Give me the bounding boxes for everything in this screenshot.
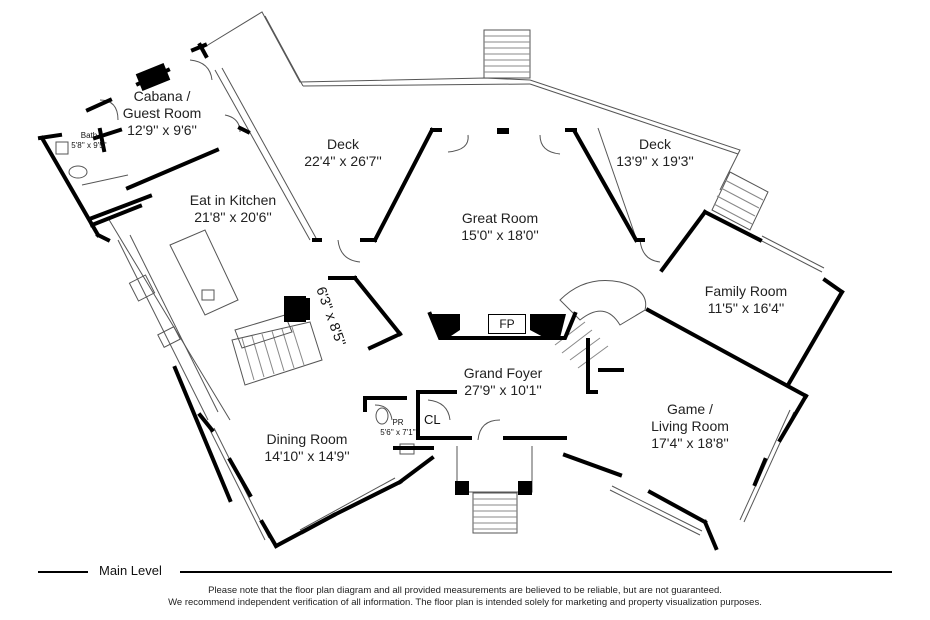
entry-stairs <box>472 492 518 534</box>
fireplace-wall <box>427 311 578 340</box>
room-closet-name: CL <box>424 412 441 427</box>
room-deck-left-dims: 22'4'' x 26'7'' <box>304 152 382 169</box>
room-great-room-name: Great Room <box>461 210 539 226</box>
room-family-room: Family Room 11'5'' x 16'4'' <box>686 283 806 317</box>
room-kitchen-name: Eat in Kitchen <box>189 192 277 208</box>
room-cabana-name2: Guest Room <box>122 104 202 121</box>
room-game-room: Game / Living Room 17'4'' x 18'8'' <box>630 401 750 451</box>
room-powder-room-name: PR <box>392 418 404 427</box>
room-grand-foyer: Grand Foyer 27'9'' x 10'1'' <box>443 365 563 399</box>
room-family-room-dims: 11'5'' x 16'4'' <box>707 299 785 316</box>
room-deck-left-name: Deck <box>327 136 359 152</box>
room-kitchen: Eat in Kitchen 21'8'' x 20'6'' <box>168 192 298 226</box>
room-deck-right-name: Deck <box>639 136 671 152</box>
room-dining-room-dims: 14'10'' x 14'9'' <box>264 447 350 464</box>
kitchen-island <box>169 229 239 316</box>
room-deck-right-dims: 13'9'' x 19'3'' <box>616 152 694 169</box>
room-cabana-name: Cabana / <box>133 88 191 104</box>
room-powder-room-dims: 5'6'' x 7'1'' <box>380 427 416 437</box>
room-grand-foyer-name: Grand Foyer <box>463 365 543 381</box>
room-deck-right: Deck 13'9'' x 19'3'' <box>595 136 715 170</box>
room-family-room-name: Family Room <box>704 283 788 299</box>
room-grand-foyer-dims: 27'9'' x 10'1'' <box>464 381 542 398</box>
fireplace-label: FP <box>488 314 526 334</box>
disclaimer-line-1: Please note that the floor plan diagram … <box>208 585 722 596</box>
curved-stairs <box>559 279 647 326</box>
room-kitchen-dims: 21'8'' x 20'6'' <box>194 208 272 225</box>
main-stairs <box>231 321 323 386</box>
room-cabana-dims: 12'9'' x 9'6'' <box>127 121 197 138</box>
room-dining-room: Dining Room 14'10'' x 14'9'' <box>247 431 367 465</box>
deck-stairs-right <box>711 171 769 231</box>
footer-rule-left <box>38 571 88 573</box>
footer-rule-right <box>180 571 892 573</box>
room-game-room-dims: 17'4'' x 18'8'' <box>651 434 729 451</box>
room-dining-room-name: Dining Room <box>266 431 348 447</box>
level-label: Main Level <box>99 563 162 578</box>
room-bath-name: Bath <box>80 131 98 140</box>
room-deck-left: Deck 22'4'' x 26'7'' <box>283 136 403 170</box>
room-great-room-dims: 15'0'' x 18'0'' <box>461 226 539 243</box>
floor-plan <box>37 11 845 551</box>
room-game-room-name2: Living Room <box>651 417 729 434</box>
room-game-room-name: Game / <box>667 401 713 417</box>
room-great-room: Great Room 15'0'' x 18'0'' <box>440 210 560 244</box>
room-bath: Bath 5'8'' x 9'5'' <box>54 131 124 150</box>
room-bath-dims: 5'8'' x 9'5'' <box>71 140 107 150</box>
disclaimer-line-2: We recommend independent verification of… <box>168 597 762 608</box>
room-powder-room: PR 5'6'' x 7'1'' <box>368 418 428 437</box>
room-cabana: Cabana / Guest Room 12'9'' x 9'6'' <box>112 88 212 138</box>
